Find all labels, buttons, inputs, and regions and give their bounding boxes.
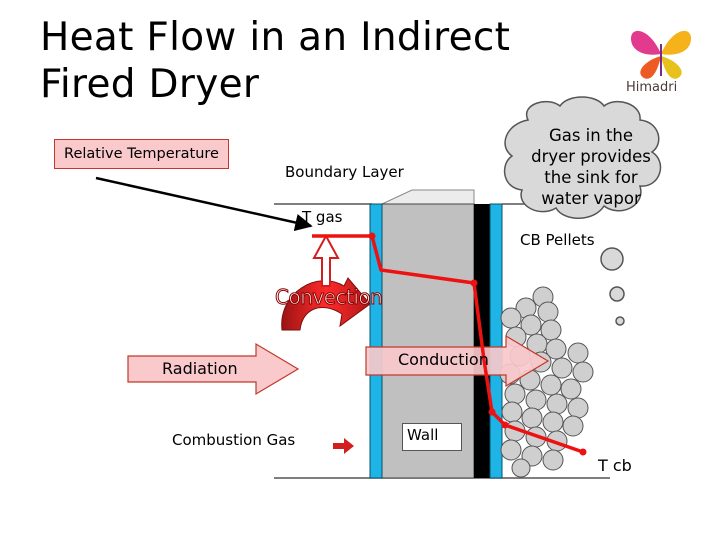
boundary-layer-label: Boundary Layer (285, 163, 404, 181)
cloud-text: Gas in the dryer provides the sink for w… (520, 125, 662, 209)
cloud-line-3: the sink for (544, 168, 638, 187)
radiation-arrow (127, 342, 300, 396)
butterfly-logo-icon (630, 30, 692, 79)
conduction-label: Conduction (398, 350, 489, 369)
convection-curved-arrow (281, 277, 371, 331)
thought-cloud (503, 96, 662, 326)
radiation-label: Radiation (162, 359, 238, 378)
title-line-2: Fired Dryer (40, 62, 260, 107)
relative-temperature-box: Relative Temperature (54, 139, 229, 169)
slide-title: Heat Flow in an Indirect Fired Dryer (40, 14, 510, 108)
cb-pellets-pile (499, 286, 594, 478)
wall-top-shading (381, 189, 475, 205)
gas-side-boundary-layer (369, 203, 383, 479)
combustion-gas-arrow-icon (333, 438, 354, 454)
pellet-side-boundary-layer (489, 203, 503, 479)
t-gas-label: T gas (302, 208, 343, 226)
cloud-line-1: Gas in the (548, 126, 634, 145)
logo-text: Himadri (626, 80, 678, 95)
conduction-arrow (365, 334, 550, 388)
relative-temperature-pointer (95, 176, 313, 232)
t-cb-label: T cb (598, 456, 632, 475)
cloud-line-2: dryer provides (531, 147, 651, 166)
combustion-gas-label: Combustion Gas (172, 431, 296, 449)
cloud-line-4: water vapor (541, 189, 641, 208)
temperature-profile-points (368, 232, 587, 456)
wall-label: Wall (402, 423, 462, 451)
title-line-1: Heat Flow in an Indirect (40, 15, 511, 60)
cb-pellets-label: CB Pellets (520, 231, 595, 249)
convection-up-arrow (312, 233, 340, 287)
convection-label: Convection (274, 285, 383, 310)
